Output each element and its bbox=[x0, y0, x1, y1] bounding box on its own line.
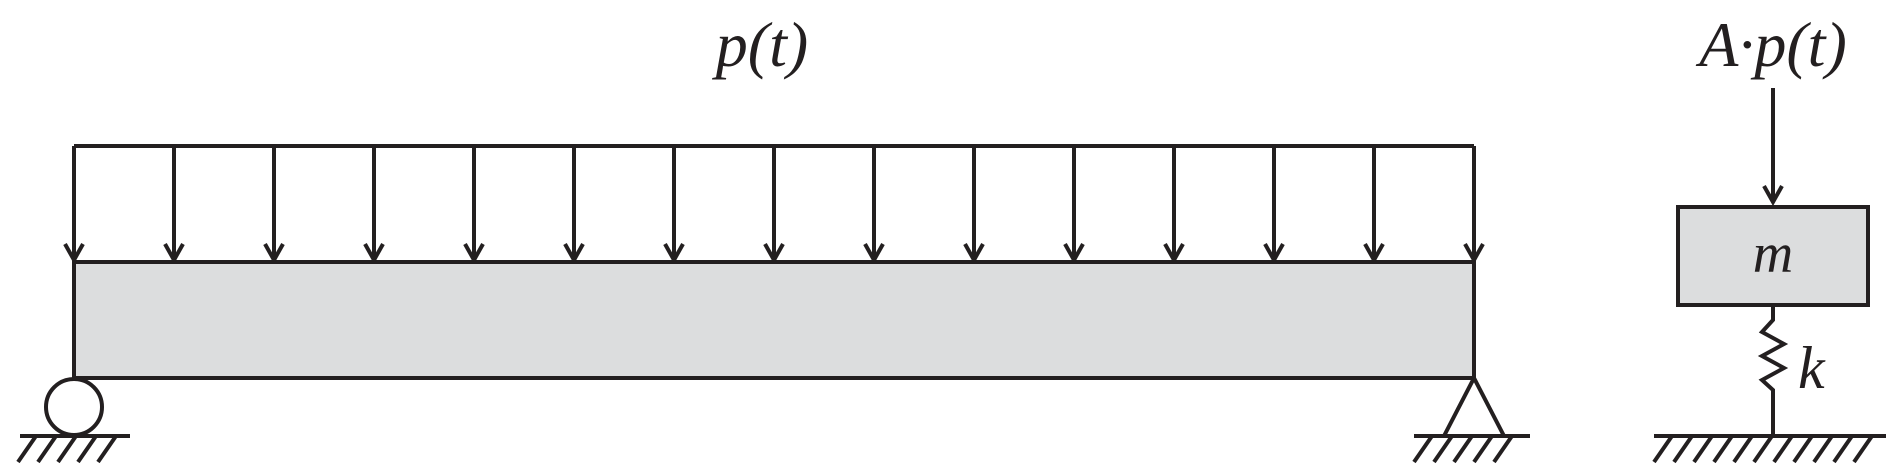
load-arrow bbox=[763, 146, 785, 265]
beam-load-label: p(t) bbox=[712, 9, 808, 80]
load-arrow bbox=[863, 146, 885, 265]
load-arrow bbox=[1263, 146, 1285, 265]
load-arrows bbox=[63, 146, 1485, 265]
spring-label: k bbox=[1798, 335, 1826, 401]
load-arrow bbox=[163, 146, 185, 265]
sdof-system: A·p(t) m k bbox=[1652, 9, 1886, 464]
roller-support bbox=[16, 377, 130, 464]
force-arrow bbox=[1762, 88, 1784, 207]
beam bbox=[72, 260, 1476, 380]
beam-system: p(t) bbox=[16, 9, 1530, 464]
sdof-force-label: A·p(t) bbox=[1695, 9, 1847, 80]
mass-label: m bbox=[1753, 223, 1793, 285]
load-arrow bbox=[563, 146, 585, 265]
load-arrow bbox=[1163, 146, 1185, 265]
load-arrow bbox=[1463, 146, 1485, 265]
sdof-ground-hatch bbox=[1652, 434, 1874, 464]
load-arrow bbox=[1363, 146, 1385, 265]
pin-ground-hatch bbox=[1412, 434, 1514, 464]
pin-triangle bbox=[1440, 373, 1508, 438]
load-arrow bbox=[363, 146, 385, 265]
roller-ground-hatch bbox=[16, 434, 118, 464]
spring bbox=[1757, 305, 1789, 436]
load-arrow bbox=[1063, 146, 1085, 265]
load-arrow bbox=[963, 146, 985, 265]
load-arrow bbox=[63, 146, 85, 265]
pin-support bbox=[1412, 373, 1530, 464]
load-arrow bbox=[263, 146, 285, 265]
load-arrow bbox=[663, 146, 685, 265]
load-arrow bbox=[463, 146, 485, 265]
roller-circle bbox=[44, 377, 104, 437]
distributed-load bbox=[63, 144, 1485, 265]
